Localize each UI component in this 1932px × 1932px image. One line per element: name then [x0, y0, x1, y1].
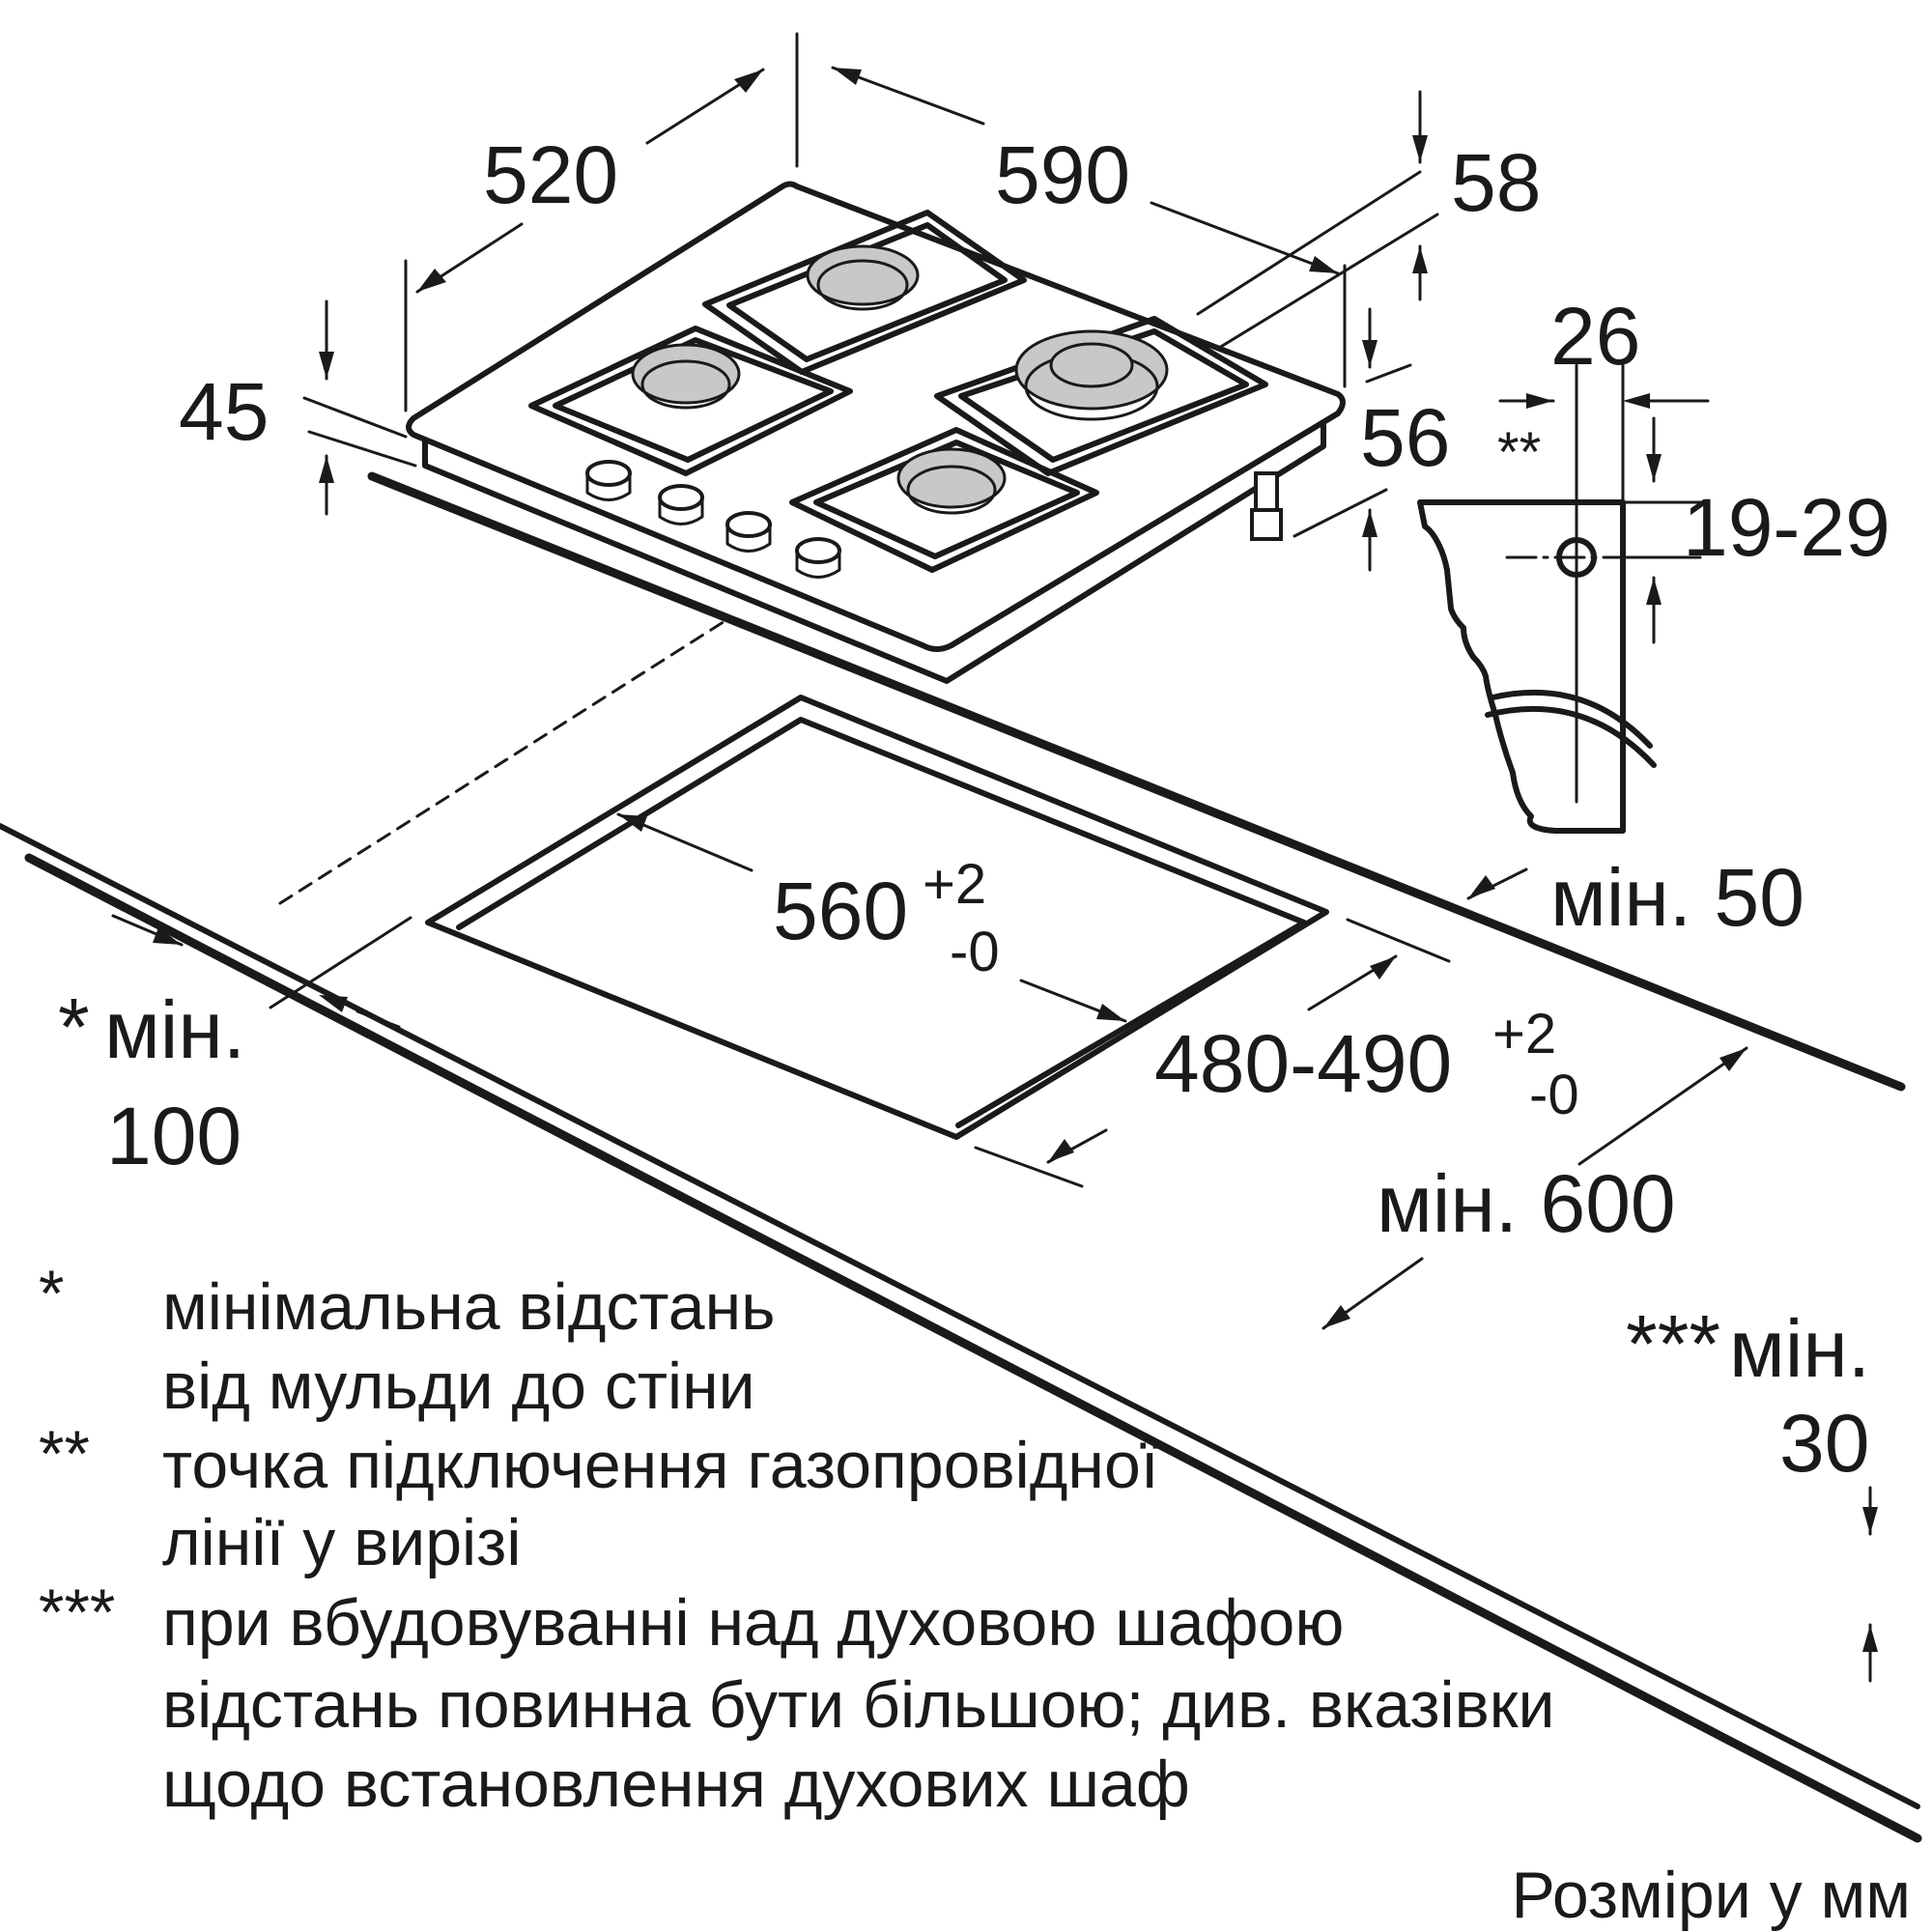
note-line: від мульди до стіни: [162, 1350, 755, 1423]
gas-connection-detail: [1417, 363, 1702, 834]
dim-480-490: 480-490: [1154, 1018, 1452, 1109]
dim-min-100-value: 100: [106, 1091, 242, 1181]
gas-connector-icon: [1250, 471, 1283, 541]
footnotes: * мінімальна відстань від мульди до стін…: [39, 1257, 1554, 1821]
burner-icon: [631, 343, 741, 405]
dim-26: 26: [1550, 291, 1640, 382]
dim-min-100-star: *: [58, 981, 90, 1072]
dim-min-50: мін. 50: [1550, 852, 1804, 943]
dim-56: 56: [1360, 392, 1450, 483]
note-line: точка підключення газопровідної: [162, 1429, 1159, 1502]
note-line: мінімальна відстань: [162, 1270, 776, 1344]
note-marker: *: [39, 1257, 64, 1330]
knob-icon: [585, 460, 841, 579]
dim-480-490-tol-plus: +2: [1492, 1003, 1556, 1065]
cutout-outline: [425, 695, 1329, 1140]
dim-480-490-tol-minus: -0: [1529, 1064, 1579, 1126]
burner-rear-right: [934, 316, 1268, 476]
dim-min-30-label: мін.: [1729, 1303, 1870, 1394]
gas-hob-illustration: [406, 181, 1346, 684]
dimension-arrow-icon: [153, 68, 1878, 1652]
note-line: лінії у вирізі: [162, 1506, 521, 1579]
burner-icon: [806, 244, 920, 306]
dim-58: 58: [1451, 137, 1541, 228]
burner-front-left: [528, 326, 853, 476]
dim-520: 520: [483, 129, 618, 220]
note-line: відстань повинна бути більшою; див. вказ…: [162, 1668, 1554, 1742]
burner-rear-left: [702, 210, 1027, 375]
dimension-labels: 520 590 58 45 56 26 ** 19-29 560 +2 -0 4…: [58, 129, 1890, 1489]
note-marker: **: [39, 1417, 90, 1491]
burner-front-right: [789, 427, 1099, 573]
note-marker: ***: [39, 1576, 115, 1649]
worktop: [0, 471, 1922, 1843]
units-caption: Розміри у мм: [1511, 1859, 1911, 1932]
note-line: при вбудовуванні над духовою шафою: [162, 1586, 1344, 1660]
dim-min-30-value: 30: [1779, 1398, 1869, 1489]
gas-connection-icon: [1556, 537, 1597, 578]
hob-body-edge: [422, 422, 1326, 684]
dim-560: 560: [773, 866, 908, 956]
dim-590: 590: [995, 129, 1130, 220]
gas-marker: **: [1497, 421, 1541, 484]
note-line: щодо встановлення духових шаф: [162, 1747, 1190, 1821]
burner-icon: [896, 447, 1007, 509]
dim-min-600: мін. 600: [1377, 1158, 1676, 1249]
hob-top-outline: [406, 181, 1346, 652]
dim-560-tol-plus: +2: [923, 853, 986, 916]
dim-min-100-label: мін.: [104, 984, 245, 1075]
dim-560-tol-minus: -0: [950, 921, 1000, 983]
dim-45: 45: [179, 366, 269, 457]
dim-19-29: 19-29: [1683, 482, 1890, 573]
dim-min-30-stars: ***: [1626, 1298, 1720, 1389]
